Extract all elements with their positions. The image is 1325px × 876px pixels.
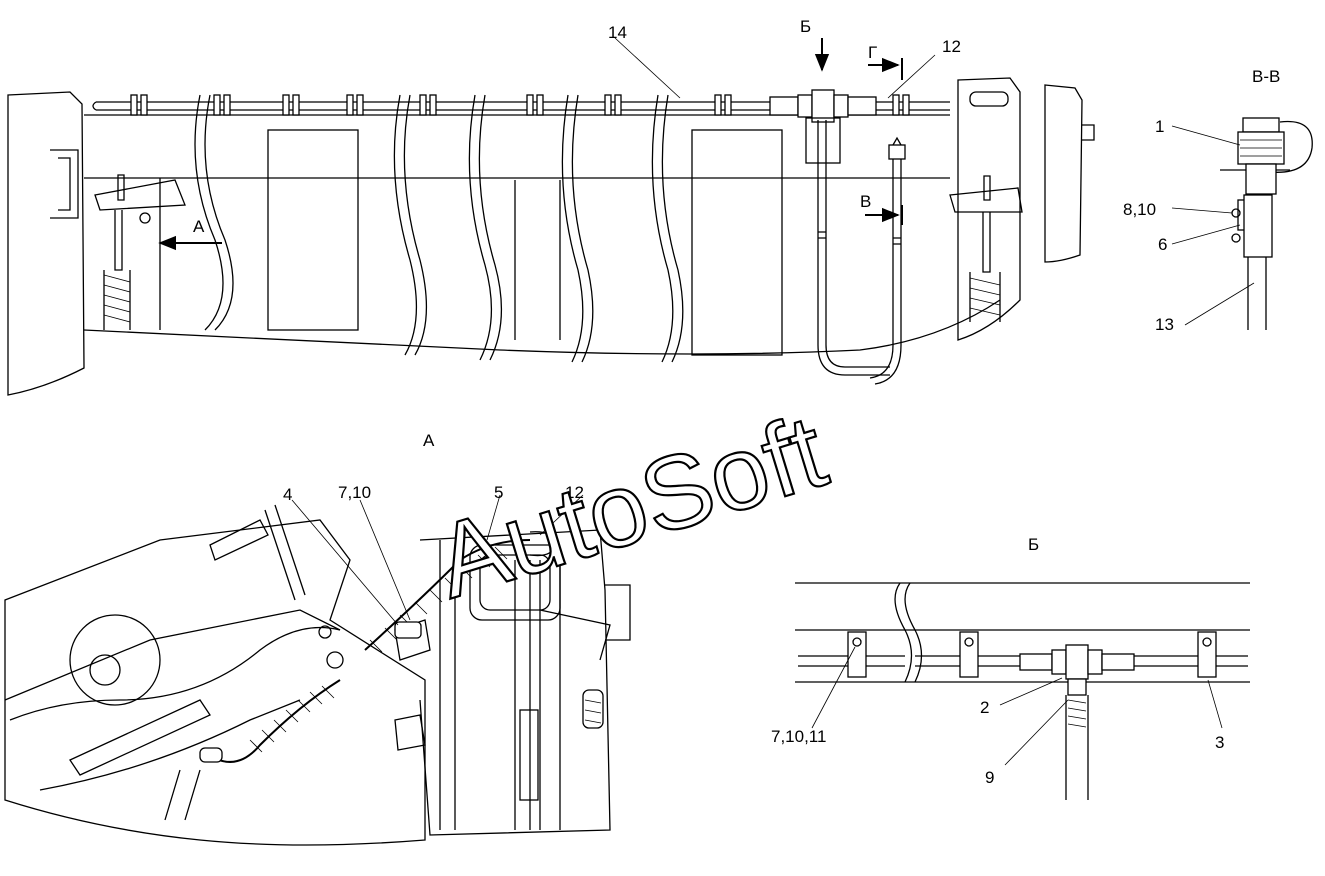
callout-5: 5 xyxy=(494,483,503,502)
callout-4: 4 xyxy=(283,485,292,504)
pipe-14 xyxy=(92,89,950,123)
watermark: AutoSoft xyxy=(423,393,839,621)
callout-1: 1 xyxy=(1155,117,1164,136)
callout-9: 9 xyxy=(985,768,994,787)
view-a-detail xyxy=(4,504,631,846)
view-title-b: Б xyxy=(1028,535,1039,554)
callout-12-view-a: 12 xyxy=(565,483,584,502)
view-b-leaders xyxy=(811,646,1223,766)
callout-8-10: 8,10 xyxy=(1123,200,1156,219)
view-label-b-arrow: Б xyxy=(800,17,811,36)
callout-12-top: 12 xyxy=(942,37,961,56)
section-label-v: В xyxy=(860,192,871,211)
top-leaders xyxy=(614,37,936,99)
section-markers xyxy=(158,38,903,251)
callout-6: 6 xyxy=(1158,235,1167,254)
callout-14: 14 xyxy=(608,23,627,42)
section-vv-detail xyxy=(1220,117,1313,330)
view-label-a-arrow: А xyxy=(193,217,205,236)
callout-7-10-11: 7,10,11 xyxy=(771,727,826,746)
callout-7-10: 7,10 xyxy=(338,483,371,502)
callout-13: 13 xyxy=(1155,315,1174,334)
view-b-detail xyxy=(795,582,1250,800)
pipe-clamps xyxy=(130,94,910,116)
section-label-g: Г xyxy=(868,43,877,62)
top-view-beam xyxy=(7,77,1095,396)
callout-2: 2 xyxy=(980,698,989,717)
callout-3: 3 xyxy=(1215,733,1224,752)
view-a-leaders xyxy=(291,494,584,626)
vertical-hoses xyxy=(805,117,906,385)
section-title-vv: В-В xyxy=(1252,67,1280,86)
section-vv-leaders xyxy=(1171,125,1255,326)
view-title-a: А xyxy=(423,431,435,450)
